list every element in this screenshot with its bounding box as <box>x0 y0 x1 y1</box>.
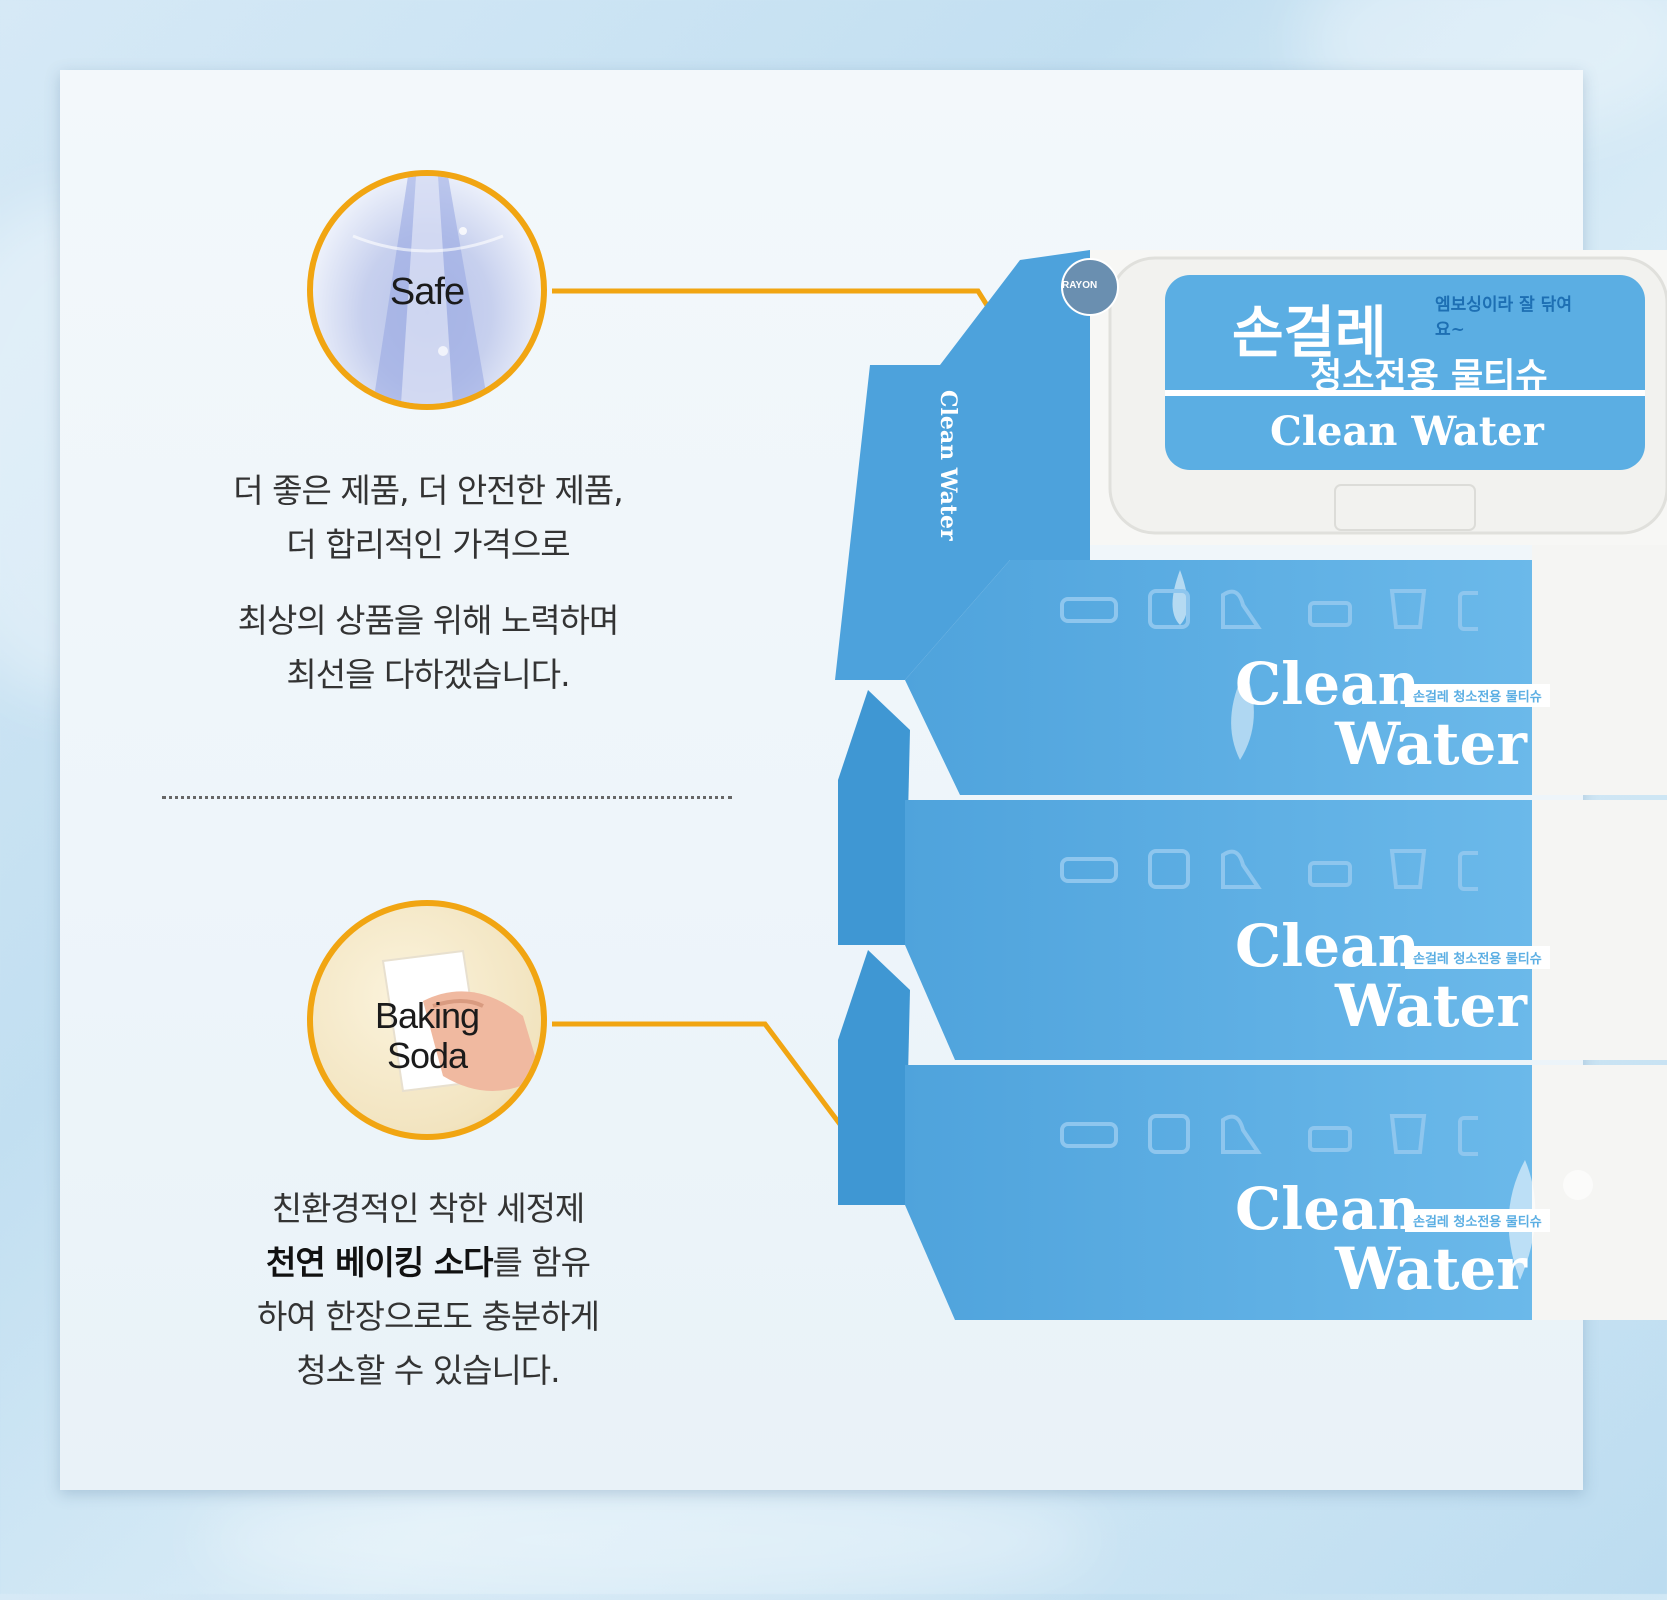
safe-label: Safe <box>389 271 465 313</box>
dotted-divider <box>162 796 732 799</box>
pack3-brand-line-1: Clean <box>1235 1175 1420 1243</box>
lid-tagline: 엠보싱이라 잘 닦여요~ <box>1435 295 1572 340</box>
pack3-brand-line-2: Water <box>1335 1235 1527 1303</box>
soda-line-3: 하여 한장으로도 충분하게 <box>257 1297 600 1336</box>
usage-icons-row-1 <box>1058 585 1492 639</box>
lid-title: 손걸레 <box>1232 300 1387 366</box>
pot-icon <box>1308 601 1352 627</box>
luggage-icon <box>1458 591 1492 631</box>
usage-icons-row-3 <box>1058 1110 1492 1164</box>
lid-subtitle: 청소전용 물티슈 <box>1310 356 1548 397</box>
safe-line-4: 최선을 다하겠습니다. <box>286 655 570 694</box>
safe-line-1: 더 좋은 제품, 더 안전한 제품, <box>233 471 623 510</box>
safe-description: 더 좋은 제품, 더 안전한 제품, 더 합리적인 가격으로 최상의 상품을 위… <box>188 464 668 702</box>
soda-line-2: 천연 베이킹 소다를 함유 <box>188 1236 668 1290</box>
car-icon <box>1060 597 1118 623</box>
pack3-small-label: 손걸레 청소전용 물티슈 <box>1405 1209 1550 1232</box>
safe-line-2: 더 합리적인 가격으로 <box>286 525 570 564</box>
lid-brand: Clean Water <box>1270 408 1544 455</box>
vacuum-icon <box>1221 589 1262 629</box>
baking-label-line-1: Baking <box>374 995 480 1036</box>
pack1-brand-line-2: Water <box>1335 710 1527 778</box>
pack1-small-label: 손걸레 청소전용 물티슈 <box>1405 684 1550 707</box>
pack1-brand-line-1: Clean <box>1235 650 1420 718</box>
baking-soda-feature-image: Baking Soda <box>307 900 547 1140</box>
pack2-small-label: 손걸레 청소전용 물티슈 <box>1405 946 1550 969</box>
safe-feature-image: Safe <box>307 170 547 410</box>
rayon-badge: RAYON <box>1062 280 1098 291</box>
soda-line-1: 친환경적인 착한 세정제 <box>271 1189 586 1228</box>
soda-description: 친환경적인 착한 세정제 천연 베이킹 소다를 함유 하여 한장으로도 충분하게… <box>188 1182 668 1398</box>
baking-soda-label: Baking Soda <box>313 996 541 1076</box>
side-brand: Clean Water <box>935 390 961 541</box>
toilet-icon <box>1389 589 1427 629</box>
safe-line-3: 최상의 상품을 위해 노력하며 <box>237 601 620 640</box>
pack2-brand-line-1: Clean <box>1235 912 1420 980</box>
soda-line-2-strong: 천연 베이킹 소다 <box>265 1243 493 1282</box>
soda-line-4: 청소할 수 있습니다. <box>296 1351 560 1390</box>
soda-line-2-rest: 를 함유 <box>492 1243 591 1282</box>
pack2-brand-line-2: Water <box>1335 972 1527 1040</box>
usage-icons-row-2 <box>1058 845 1492 899</box>
chair-icon <box>1148 589 1190 629</box>
baking-label-line-2: Soda <box>386 1035 468 1076</box>
